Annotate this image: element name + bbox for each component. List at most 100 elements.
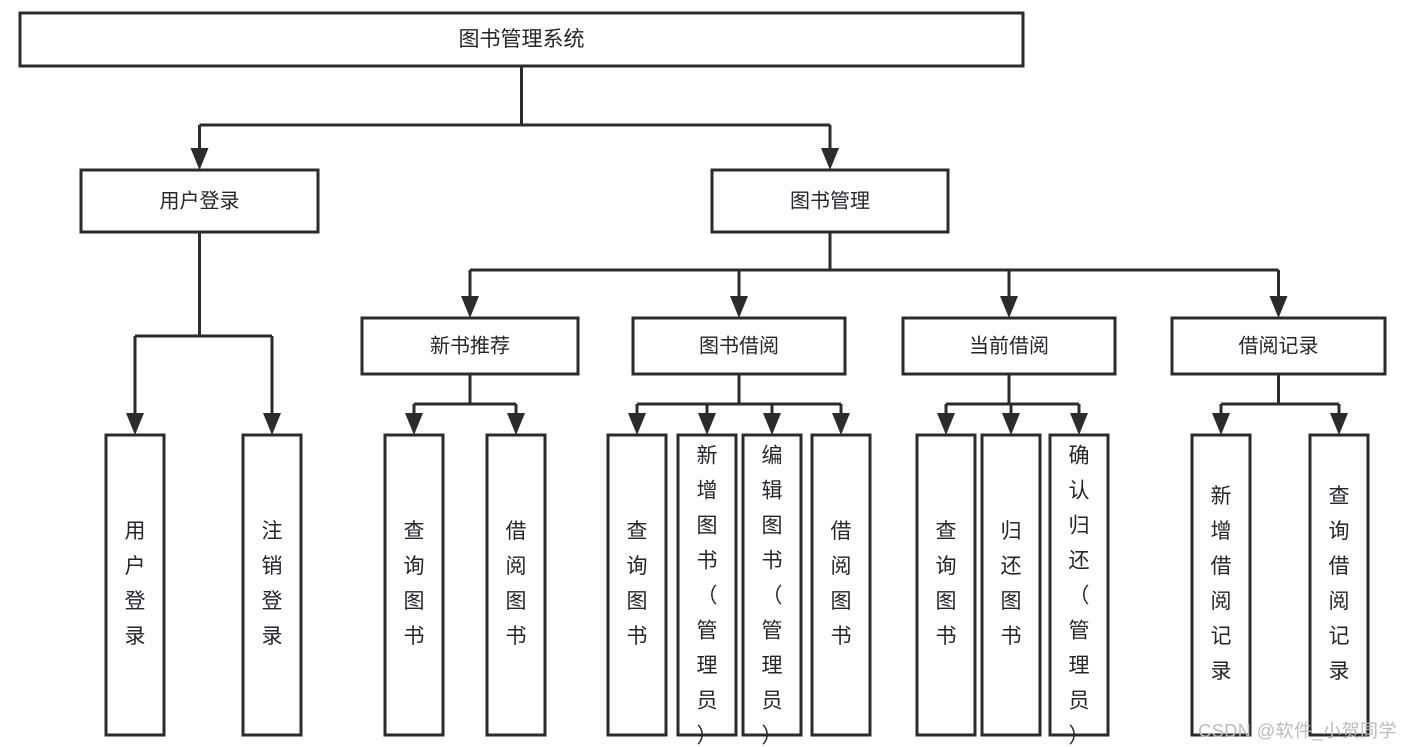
node-label: 用户登录: [160, 189, 240, 212]
node-label-char: 书: [831, 625, 852, 648]
arrow-head-icon: [126, 413, 144, 435]
node-label-char: 理: [762, 655, 783, 678]
node-label-char: 注: [262, 520, 283, 543]
arrow-head-icon: [937, 413, 955, 435]
csdn-watermark: CSDN @软件_小贺同学: [1198, 721, 1397, 741]
arrow-head-icon: [821, 148, 839, 170]
node-box: [710, 168, 950, 234]
node-label-char: 员: [1069, 690, 1090, 713]
node-label-char: 新: [1211, 485, 1232, 508]
node-label-char: 户: [125, 555, 146, 578]
node-label-char: 图: [1001, 590, 1022, 613]
node-label-char: ）: [762, 725, 783, 747]
leaf-leaf-user-login[interactable]: 用户登录: [104, 433, 166, 737]
node-label: 图书借阅: [699, 334, 779, 357]
node-label-char: 查: [404, 520, 425, 543]
node-box: [485, 433, 547, 737]
node-label-char: 询: [936, 555, 957, 578]
node-label: 当前借阅: [969, 334, 1049, 357]
node-label-char: 书: [762, 550, 783, 573]
node-label-char: （: [697, 585, 718, 608]
node-label-char: 新: [697, 445, 718, 468]
arrow-head-icon: [1330, 413, 1348, 435]
node-label-char: 查: [1329, 485, 1350, 508]
node-label-char: 借: [831, 520, 852, 543]
node-label-char: ）: [697, 725, 718, 747]
arrow-head-icon: [1269, 296, 1288, 318]
arrow-head-icon: [628, 413, 646, 435]
node-label-char: 用: [125, 520, 146, 543]
connector-layer: [126, 66, 1348, 435]
arrow-head-icon: [461, 296, 479, 318]
node-label-char: 图: [506, 590, 527, 613]
node-label-char: 理: [697, 655, 718, 678]
node-root[interactable]: 图书管理系统: [18, 11, 1025, 68]
node-label-char: 阅: [831, 555, 852, 578]
node-label-char: 阅: [1329, 590, 1350, 613]
node-label-char: 书: [627, 625, 648, 648]
arrow-head-icon: [763, 413, 781, 435]
node-label-char: 图: [936, 590, 957, 613]
node-box: [741, 433, 803, 737]
node-label-char: 图: [404, 590, 425, 613]
node-new-book-recommend[interactable]: 新书推荐: [360, 316, 580, 376]
node-label-char: 管: [697, 620, 718, 643]
arrow-head-icon: [698, 413, 716, 435]
node-current-borrow[interactable]: 当前借阅: [901, 316, 1117, 376]
node-borrow-record[interactable]: 借阅记录: [1170, 316, 1387, 376]
node-label-char: 登: [125, 590, 146, 613]
node-label-char: 理: [1069, 655, 1090, 678]
node-box: [901, 316, 1117, 376]
node-label-char: 借: [1211, 555, 1232, 578]
node-label-char: 管: [1069, 620, 1090, 643]
node-label-char: 认: [1069, 480, 1090, 503]
arrow-head-icon: [1002, 413, 1020, 435]
node-label-char: 图: [831, 590, 852, 613]
node-label-char: 图: [627, 590, 648, 613]
node-label-char: 借: [1329, 555, 1350, 578]
node-label-char: 编: [762, 445, 783, 468]
node-box: [18, 11, 1025, 68]
node-label-char: 记: [1329, 625, 1350, 648]
node-label-char: （: [762, 585, 783, 608]
arrow-head-icon: [832, 413, 850, 435]
node-label-char: 辑: [762, 480, 783, 503]
node-label: 图书管理: [790, 189, 870, 212]
node-label-char: 阅: [506, 555, 527, 578]
node-book-manage[interactable]: 图书管理: [710, 168, 950, 234]
node-label-char: 员: [762, 690, 783, 713]
node-label-char: 增: [1211, 520, 1232, 543]
node-label-char: 管: [762, 620, 783, 643]
node-box: [1048, 433, 1110, 737]
node-box: [360, 316, 580, 376]
node-box: [980, 433, 1042, 737]
node-box: [810, 433, 872, 737]
node-box: [1190, 433, 1252, 737]
node-book-borrow[interactable]: 图书借阅: [631, 316, 847, 376]
arrow-head-icon: [1212, 413, 1230, 435]
node-label-char: 询: [627, 555, 648, 578]
node-label-char: 书: [404, 625, 425, 648]
node-label-char: 录: [262, 625, 283, 648]
arrow-head-icon: [190, 148, 209, 170]
node-label-char: 录: [1329, 660, 1350, 683]
node-layer: 图书管理系统用户登录图书管理新书推荐图书借阅当前借阅借阅记录用户登录注销登录查询…: [18, 11, 1387, 747]
node-box: [383, 433, 445, 737]
node-box: [606, 433, 668, 737]
node-label-char: 归: [1069, 515, 1090, 538]
node-user-login[interactable]: 用户登录: [79, 168, 320, 234]
node-label-char: 询: [1329, 520, 1350, 543]
